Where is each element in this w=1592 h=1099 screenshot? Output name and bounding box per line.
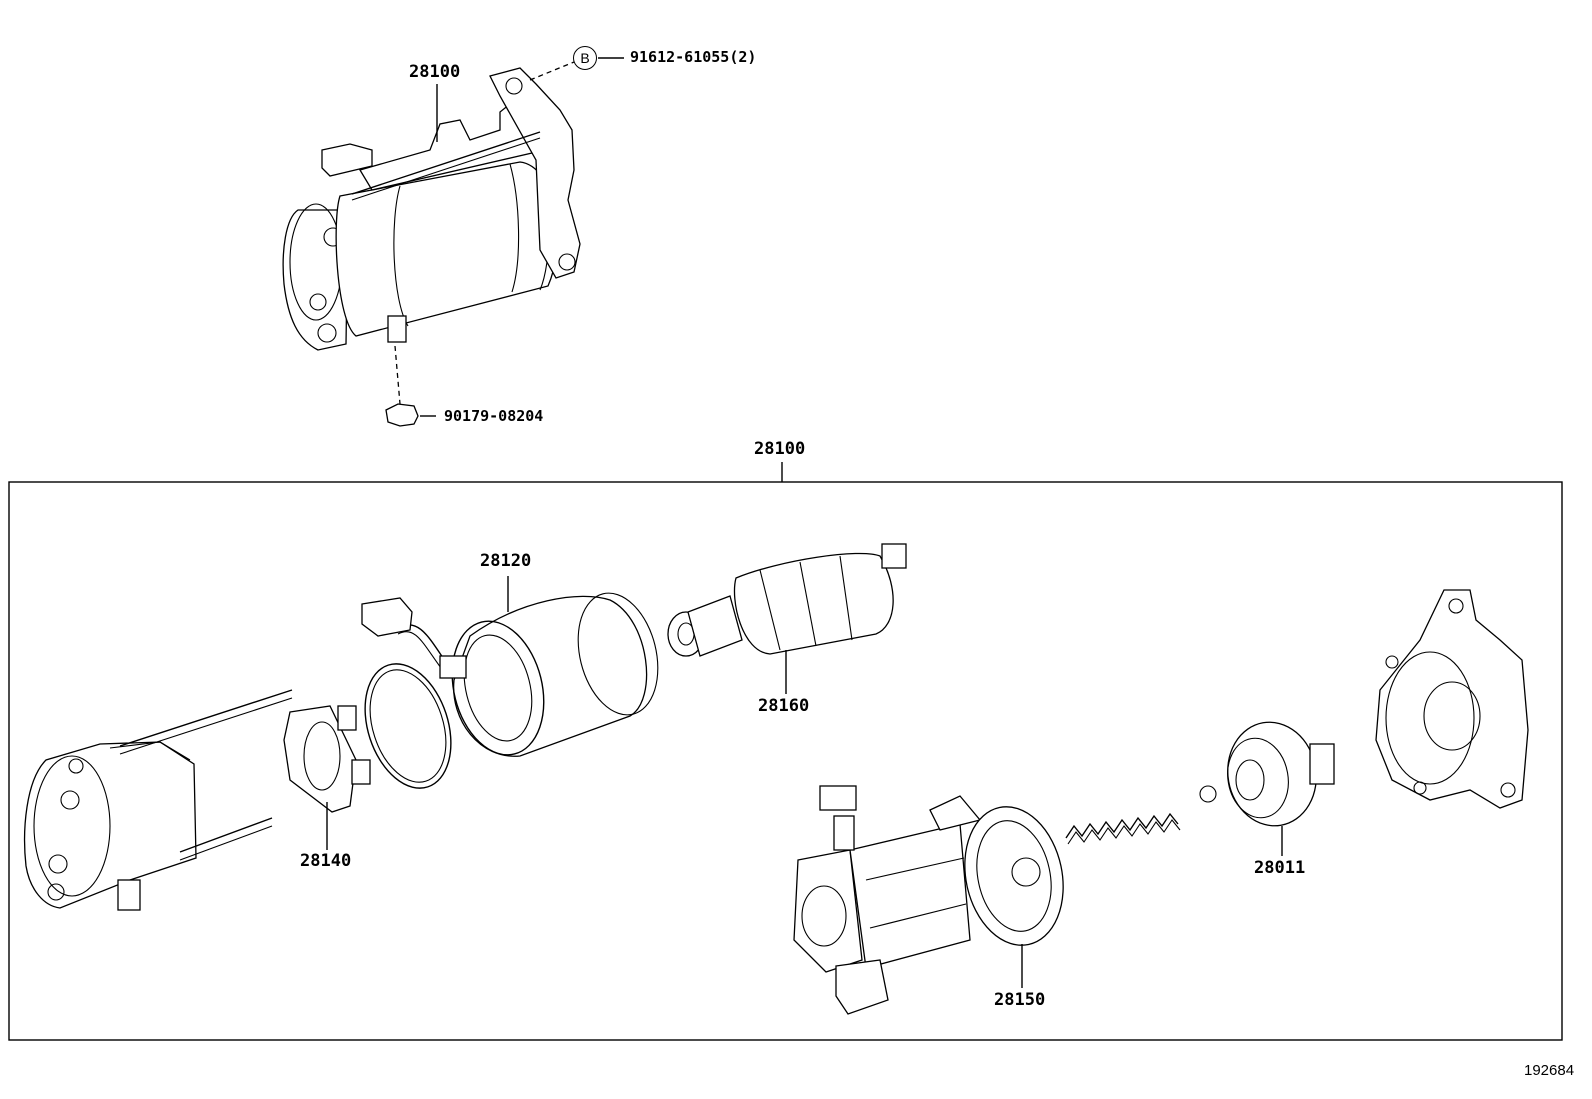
label-28150: 28150: [994, 990, 1046, 1010]
label-bolt-91612: 91612-61055(2): [630, 48, 757, 66]
bolt-marker-b: B: [573, 46, 597, 70]
spring-drawing: [1065, 785, 1217, 845]
label-28160: 28160: [758, 696, 810, 716]
starter-assembly-drawing: [282, 57, 624, 427]
yoke-drawing: [361, 576, 659, 757]
rear-end-frame-drawing: [24, 689, 293, 911]
o-ring-drawing: [364, 663, 452, 789]
label-28140: 28140: [300, 851, 352, 871]
drive-housing-drawing: [1375, 589, 1529, 809]
label-28100-box: 28100: [754, 439, 806, 459]
diagram-reference-number: 192684: [1524, 1062, 1575, 1079]
magnetic-switch-drawing: [793, 785, 1064, 1015]
label-28100-top: 28100: [409, 62, 461, 82]
label-nut-90179: 90179-08204: [444, 407, 544, 425]
label-28011: 28011: [1254, 858, 1306, 878]
exploded-view-box: [8, 481, 1563, 1041]
armature-drawing: [667, 543, 907, 694]
label-28120: 28120: [480, 551, 532, 571]
clutch-drawing: [1227, 721, 1335, 856]
brush-holder-drawing: [283, 705, 371, 850]
